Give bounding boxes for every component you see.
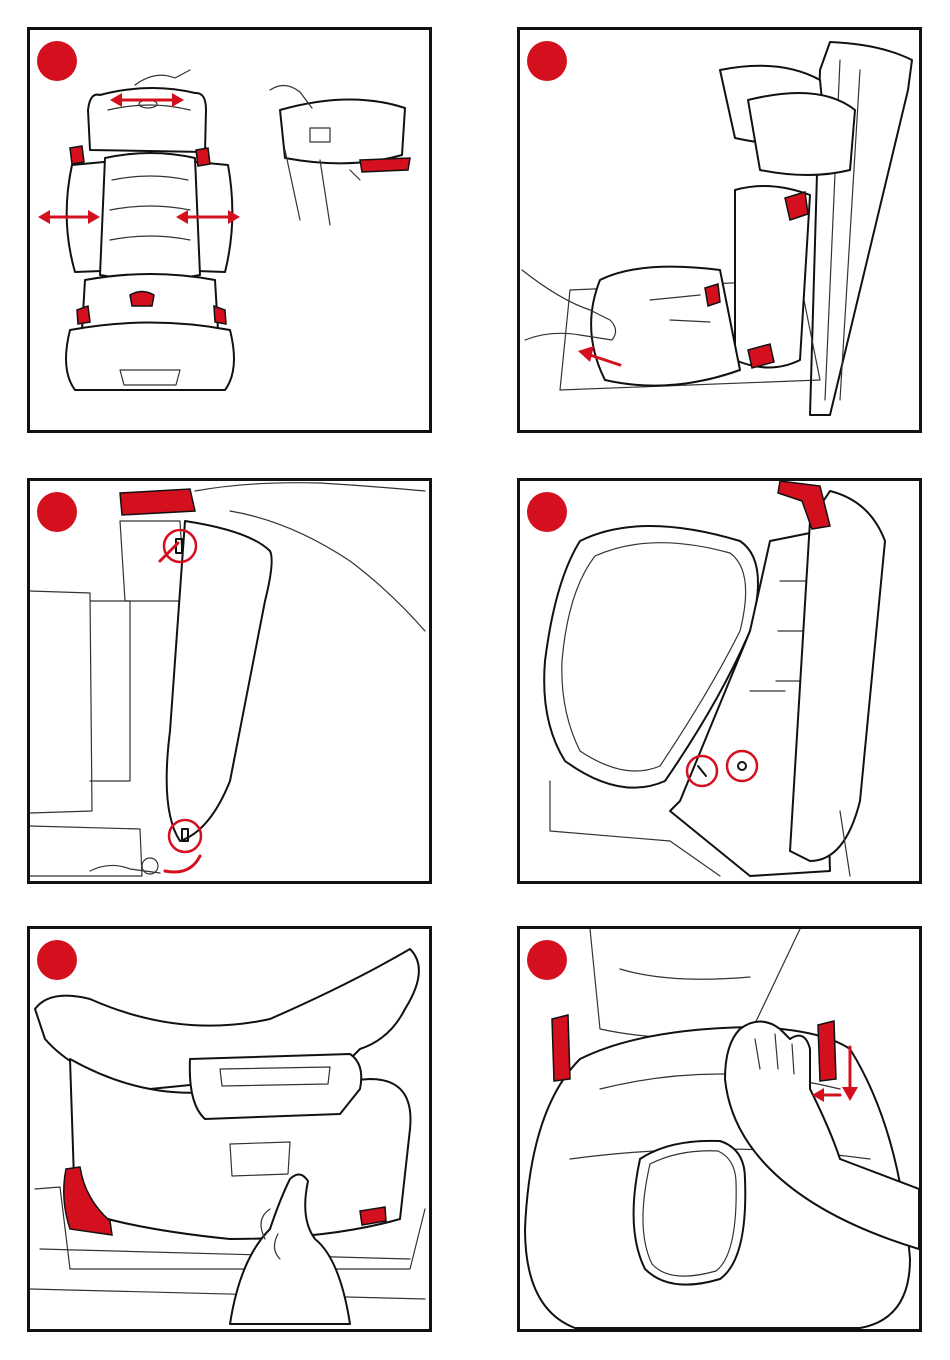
handle-block [190,1054,361,1119]
instruction-panel-4 [517,478,922,884]
seat-top-view-shape [280,99,405,163]
illustration-backrest-hooks [30,481,429,881]
shoulder-red-clip [785,192,808,220]
headrest-shape [88,88,206,152]
illustration-backrest-pins [520,481,919,881]
instruction-panel-2 [517,27,922,433]
base-red-clip [705,284,720,306]
top-red-bar [120,489,195,515]
illustration-handle-pull [30,929,429,1329]
instruction-panel-3 [27,478,432,884]
crotch-pad [634,1141,746,1285]
seat-base-shape [66,323,234,391]
instruction-panel-6 [517,926,922,1332]
right-red-clip [196,148,210,166]
right-red-button [818,1021,836,1081]
instruction-panel-5 [27,926,432,1332]
left-red-clip [70,146,84,164]
top-red-handle [778,481,830,529]
illustration-seat-front-view [30,30,429,430]
illustration-seat-in-vehicle [520,30,919,430]
base-right-red-clip [214,306,226,324]
illustration-release-button [520,929,919,1329]
base-left-red-clip [77,306,90,324]
top-view-red-strip [360,158,410,172]
left-red-button [552,1015,570,1081]
instruction-panel-1 [27,27,432,433]
backrest-side-panel [167,521,272,841]
center-red-buckle [130,292,154,307]
right-red-pad [360,1207,386,1225]
